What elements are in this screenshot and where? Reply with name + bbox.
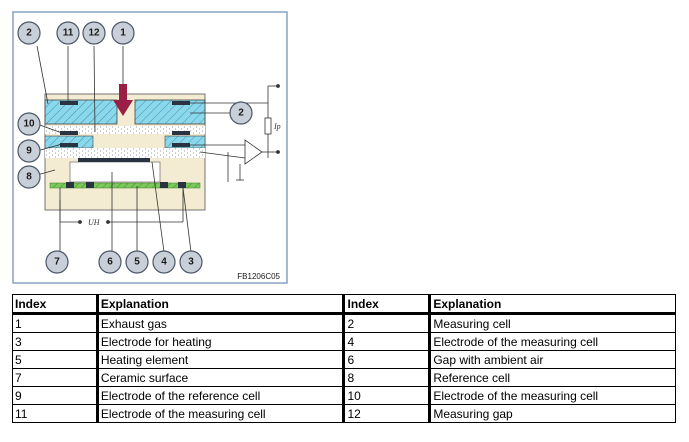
index-cell: 3	[12, 332, 98, 351]
svg-text:4: 4	[161, 257, 167, 268]
index-cell: 9	[12, 386, 98, 405]
ambient-air-gap	[69, 161, 161, 183]
index-cell: 1	[12, 313, 98, 333]
callout-3: 3	[179, 250, 203, 274]
index-cell: 10	[342, 386, 431, 405]
heating-element	[49, 182, 201, 189]
svg-text:8: 8	[26, 172, 32, 183]
svg-text:3: 3	[188, 257, 194, 268]
explanation-cell: Electrode of the measuring cell	[428, 332, 676, 351]
explanation-cell: Electrode of the reference cell	[95, 386, 345, 405]
explanation-cell: Electrode of the measuring cell	[428, 386, 676, 405]
explanation-cell: Measuring cell	[428, 313, 676, 333]
svg-text:6: 6	[107, 257, 113, 268]
svg-text:10: 10	[23, 119, 35, 130]
explanation-cell: Electrode of the measuring cell	[95, 404, 345, 423]
header-explanation: Explanation	[428, 294, 676, 314]
svg-text:5: 5	[134, 257, 140, 268]
exhaust-gas-arrow	[113, 84, 133, 116]
index-cell: 7	[12, 368, 98, 387]
callout-8: 8	[17, 165, 41, 189]
svg-text:2: 2	[238, 108, 244, 119]
callout-2-right: 2	[229, 101, 253, 125]
callout-9: 9	[17, 139, 41, 163]
header-index: Index	[12, 294, 98, 314]
index-cell: 4	[342, 332, 431, 351]
callout-10: 10	[17, 112, 41, 136]
leader-lines	[36, 45, 230, 253]
legend-header-row: Index Explanation Index Explanation	[12, 294, 676, 314]
index-cell: 6	[342, 350, 431, 369]
callout-7: 7	[45, 250, 69, 274]
explanation-cell: Measuring gap	[428, 404, 676, 423]
index-cell: 8	[342, 368, 431, 387]
callout-4: 4	[152, 250, 176, 274]
svg-text:7: 7	[54, 257, 60, 268]
svg-text:2: 2	[26, 28, 32, 39]
table-row: 1 Exhaust gas 2 Measuring cell	[12, 313, 676, 333]
callout-12: 12	[82, 21, 106, 45]
figure-code: FB1206C05	[237, 272, 280, 281]
table-row: 5 Heating element 6 Gap with ambient air	[12, 350, 676, 369]
index-cell: 12	[342, 404, 431, 423]
header-explanation: Explanation	[95, 294, 345, 314]
table-row: 7 Ceramic surface 8 Reference cell	[12, 368, 676, 387]
explanation-cell: Heating element	[95, 350, 345, 369]
header-index: Index	[342, 294, 431, 314]
sensor-diagram: Ip UH 2 11 12 1 2 10 9 8 7 6 5 4 3 FB120…	[12, 11, 288, 284]
explanation-cell: Exhaust gas	[95, 313, 345, 333]
legend-table: Index Explanation Index Explanation 1 Ex…	[12, 294, 676, 423]
explanation-cell: Reference cell	[428, 368, 676, 387]
measuring-gap	[45, 126, 205, 134]
callout-1: 1	[111, 21, 135, 45]
explanation-cell: Gap with ambient air	[428, 350, 676, 369]
explanation-cell: Ceramic surface	[95, 368, 345, 387]
svg-text:1: 1	[120, 28, 126, 39]
resistor-label: Ip	[273, 122, 281, 131]
svg-text:12: 12	[88, 28, 100, 39]
callout-2-top: 2	[17, 21, 41, 45]
table-row: 3 Electrode for heating 4 Electrode of t…	[12, 332, 676, 351]
svg-text:9: 9	[26, 146, 32, 157]
diffusion-zone	[45, 148, 205, 158]
callout-11: 11	[56, 21, 80, 45]
table-row: 9 Electrode of the reference cell 10 Ele…	[12, 386, 676, 405]
voltage-label: UH	[88, 218, 101, 227]
index-cell: 2	[342, 313, 431, 333]
callout-5: 5	[125, 250, 149, 274]
table-row: 11 Electrode of the measuring cell 12 Me…	[12, 404, 676, 423]
index-cell: 11	[12, 404, 98, 423]
svg-text:11: 11	[63, 28, 74, 39]
callout-6: 6	[98, 250, 122, 274]
explanation-cell: Electrode for heating	[95, 332, 345, 351]
index-cell: 5	[12, 350, 98, 369]
circuit-wiring	[59, 84, 280, 224]
electrodes	[60, 101, 190, 162]
